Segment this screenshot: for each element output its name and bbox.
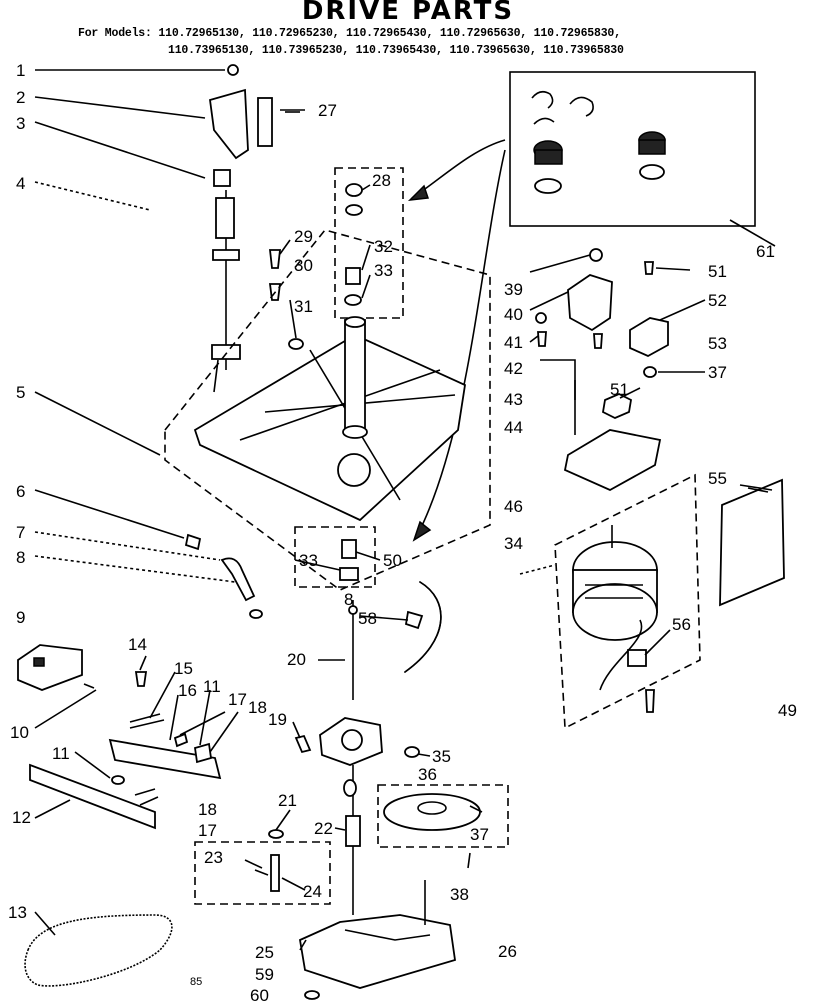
part-5-base-plate [164,229,491,591]
callout-51a: 51 [708,262,727,281]
callout-2: 2 [16,88,25,107]
callout-38: 38 [450,885,469,904]
footer-code: 85 [190,976,202,988]
callout-53: 53 [708,334,727,353]
callout-9: 9 [16,608,25,627]
callout-55: 55 [708,469,727,488]
callout-17a: 17 [228,690,247,709]
part-49-motor [572,525,658,713]
callout-25: 25 [255,943,274,962]
part-49-motor-box [554,473,701,730]
callout-49: 49 [778,701,797,720]
callout-43: 43 [504,390,523,409]
callout-30: 30 [294,256,313,275]
callout-37a: 37 [470,825,489,844]
callout-50: 50 [383,551,402,570]
callout-61: 61 [756,242,775,261]
callout-11b: 11 [203,677,221,696]
callout-18a: 18 [248,698,267,717]
part-61-kit-items [531,90,666,194]
callout-27: 27 [318,101,337,120]
callout-33b: 33 [299,551,318,570]
callout-42: 42 [504,359,523,378]
model-list-line-2: 110.73965130, 110.73965230, 110.73965430… [168,44,624,57]
actuator-assembly [209,64,249,393]
callout-36: 36 [418,765,437,784]
model-list-line-1: For Models: 110.72965130, 110.72965230, … [78,27,621,40]
callout-17b: 17 [198,821,217,840]
callout-23: 23 [204,848,223,867]
callout-7: 7 [16,523,25,542]
callout-16: 16 [178,681,197,700]
callout-37b: 37 [708,363,727,382]
callout-13: 13 [8,903,27,922]
callout-4: 4 [16,174,25,193]
callout-40: 40 [504,305,523,324]
part-55-cover [719,478,785,607]
callout-24: 24 [303,882,322,901]
callout-28: 28 [372,171,391,190]
callout-21: 21 [278,791,297,810]
callout-5: 5 [16,383,25,402]
callout-32: 32 [374,237,393,256]
callout-34: 34 [504,534,523,553]
callout-33a: 33 [374,261,393,280]
callout-29: 29 [294,227,313,246]
callout-19: 19 [268,710,287,729]
part-61-kit-box [509,71,756,227]
callout-39: 39 [504,280,523,299]
callout-41: 41 [504,333,523,352]
callout-8b: 8 [344,590,353,609]
callout-26: 26 [498,942,517,961]
callout-1: 1 [16,61,25,80]
callout-58: 58 [358,609,377,628]
callout-18b: 18 [198,800,217,819]
callout-52: 52 [708,291,727,310]
part-27 [257,97,273,147]
box-28-32-33 [334,167,404,319]
callout-51b: 51 [610,380,629,399]
callout-14: 14 [128,635,147,654]
parts-illustration [17,64,785,1000]
callout-31: 31 [294,297,313,316]
callout-6: 6 [16,482,25,501]
callout-56: 56 [672,615,691,634]
callout-8a: 8 [16,548,25,567]
callout-11a: 11 [52,744,70,763]
leader-lines [34,69,769,951]
callout-46: 46 [504,497,523,516]
callout-12: 12 [12,808,31,827]
callout-60: 60 [250,986,269,1002]
callout-44: 44 [504,418,523,437]
callout-10: 10 [10,723,29,742]
callout-labels: 1 2 3 4 5 6 7 8 9 10 11 12 13 14 15 16 1… [8,61,797,1002]
callout-35: 35 [432,747,451,766]
callout-3: 3 [16,114,25,133]
callout-20: 20 [287,650,306,669]
callout-15: 15 [174,659,193,678]
callout-22: 22 [314,819,333,838]
page-title: DRIVE PARTS [301,0,515,26]
callout-59: 59 [255,965,274,984]
